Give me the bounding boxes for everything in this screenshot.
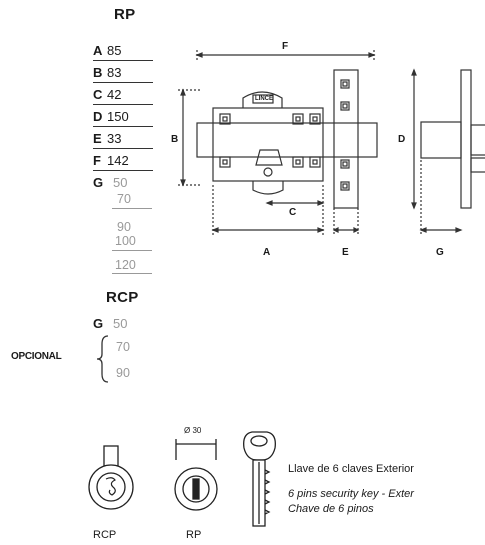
key-description-pt: Chave de 6 pinos xyxy=(288,503,374,515)
dim-value: 142 xyxy=(107,153,129,168)
rcp-cylinder-icon xyxy=(88,445,134,510)
brace-icon xyxy=(96,335,109,383)
label-g: G xyxy=(436,247,444,258)
key-description-en: 6 pins security key - Exter xyxy=(288,488,414,500)
dimension-arrows-f xyxy=(195,52,376,58)
divider xyxy=(93,148,153,149)
dim-row-e: E 33 xyxy=(93,131,121,147)
divider xyxy=(93,104,153,105)
dim-value: 85 xyxy=(107,43,122,58)
label-f: F xyxy=(282,41,289,52)
dim-key: C xyxy=(93,87,103,102)
g-value-120: 120 xyxy=(115,258,136,272)
optional-value-70: 70 xyxy=(116,340,130,354)
key-icon xyxy=(243,431,276,527)
label-a: A xyxy=(263,247,271,258)
lock-bolt xyxy=(196,122,378,158)
rcp-g-value-50: 50 xyxy=(113,316,128,331)
label-b: B xyxy=(171,134,179,145)
label-d: D xyxy=(398,134,406,145)
lock-body xyxy=(212,107,324,182)
dim-key: B xyxy=(93,65,103,80)
g-value-50: 50 xyxy=(113,175,128,190)
brand-label: LINCE xyxy=(255,96,273,102)
divider xyxy=(93,126,153,127)
dim-row-c: C 42 xyxy=(93,87,121,103)
optional-value-90: 90 xyxy=(116,366,130,380)
dim-value: 150 xyxy=(107,109,129,124)
divider xyxy=(112,208,152,209)
dim-key: F xyxy=(93,153,101,168)
lock-handle-top xyxy=(242,91,283,108)
rcp-g-key: G xyxy=(93,316,104,331)
dim-row-f: F 142 xyxy=(93,153,129,169)
dim-value: 42 xyxy=(107,87,122,102)
label-e: E xyxy=(342,247,349,258)
key-description-es: Llave de 6 claves Exterior xyxy=(288,463,414,475)
rcp-g-row: G 50 xyxy=(93,316,127,332)
divider xyxy=(93,82,153,83)
label-c: C xyxy=(289,207,297,218)
rp-header: RP xyxy=(114,6,136,23)
dim-key: D xyxy=(93,109,103,124)
dim-row-a: A 85 xyxy=(93,43,121,59)
divider xyxy=(93,60,153,61)
divider xyxy=(112,273,152,274)
side-view-body xyxy=(470,124,485,156)
rcp-header: RCP xyxy=(106,289,139,306)
brand-plate xyxy=(252,94,274,104)
dim-value: 33 xyxy=(107,131,122,146)
rcp-caption: RCP xyxy=(93,529,117,541)
cylinder-face xyxy=(255,149,283,166)
screw-holes xyxy=(219,113,321,168)
dim-row-b: B 83 xyxy=(93,65,121,81)
dim-key: A xyxy=(93,43,103,58)
rp-cylinder-icon xyxy=(174,439,218,511)
g-value-100: 100 xyxy=(115,234,136,248)
dim-key: G xyxy=(93,175,104,190)
cylinder-housing xyxy=(252,181,284,195)
g-value-70: 70 xyxy=(117,192,131,206)
divider xyxy=(112,250,152,251)
strike-plate xyxy=(333,69,359,209)
divider xyxy=(93,170,153,171)
dim-row-d: D 150 xyxy=(93,109,129,125)
g-value-90: 90 xyxy=(117,220,131,234)
dim-row-g: G 50 xyxy=(93,175,127,191)
dim-value: 83 xyxy=(107,65,122,80)
dim-key: E xyxy=(93,131,102,146)
rp-caption: RP xyxy=(186,529,202,541)
keyhole xyxy=(263,167,273,177)
optional-label: OPCIONAL xyxy=(11,351,62,362)
diameter-label: Ø 30 xyxy=(184,426,202,435)
